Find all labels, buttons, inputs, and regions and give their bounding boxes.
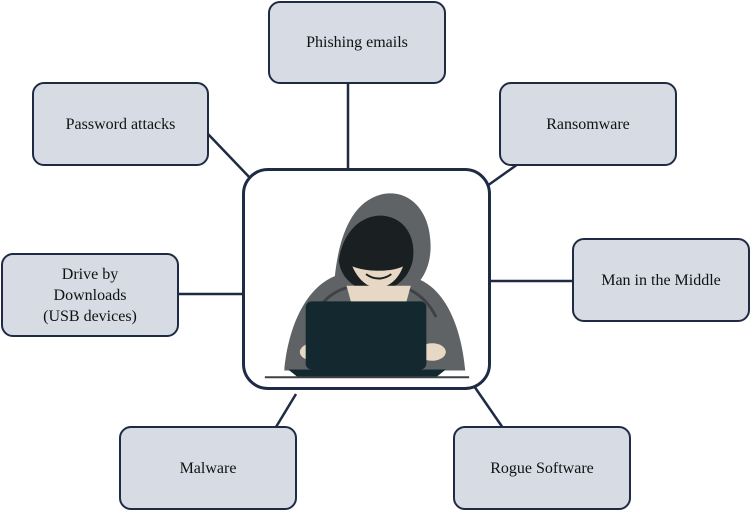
- edge-hub-rogue: [472, 385, 505, 429]
- node-phishing-emails: Phishing emails: [268, 1, 446, 84]
- node-ransomware: Ransomware: [499, 82, 677, 166]
- laptop-screen: [305, 301, 427, 370]
- node-malware: Malware: [119, 426, 297, 510]
- node-man-in-the-middle: Man in the Middle: [572, 238, 750, 322]
- edge-hub-malware: [274, 393, 298, 428]
- node-drive-by-downloads: Drive by Downloads (USB devices): [1, 253, 179, 337]
- edge-hub-password: [207, 133, 253, 181]
- node-rogue-software: Rogue Software: [453, 426, 631, 510]
- hub-hacker-box: [242, 168, 491, 390]
- hooded-hacker-laptop-icon: [264, 193, 470, 379]
- node-password-attacks: Password attacks: [32, 82, 209, 166]
- mouth: [365, 273, 392, 280]
- face: [352, 266, 403, 288]
- edge-hub-ransomware: [486, 162, 519, 188]
- laptop-base: [288, 369, 446, 378]
